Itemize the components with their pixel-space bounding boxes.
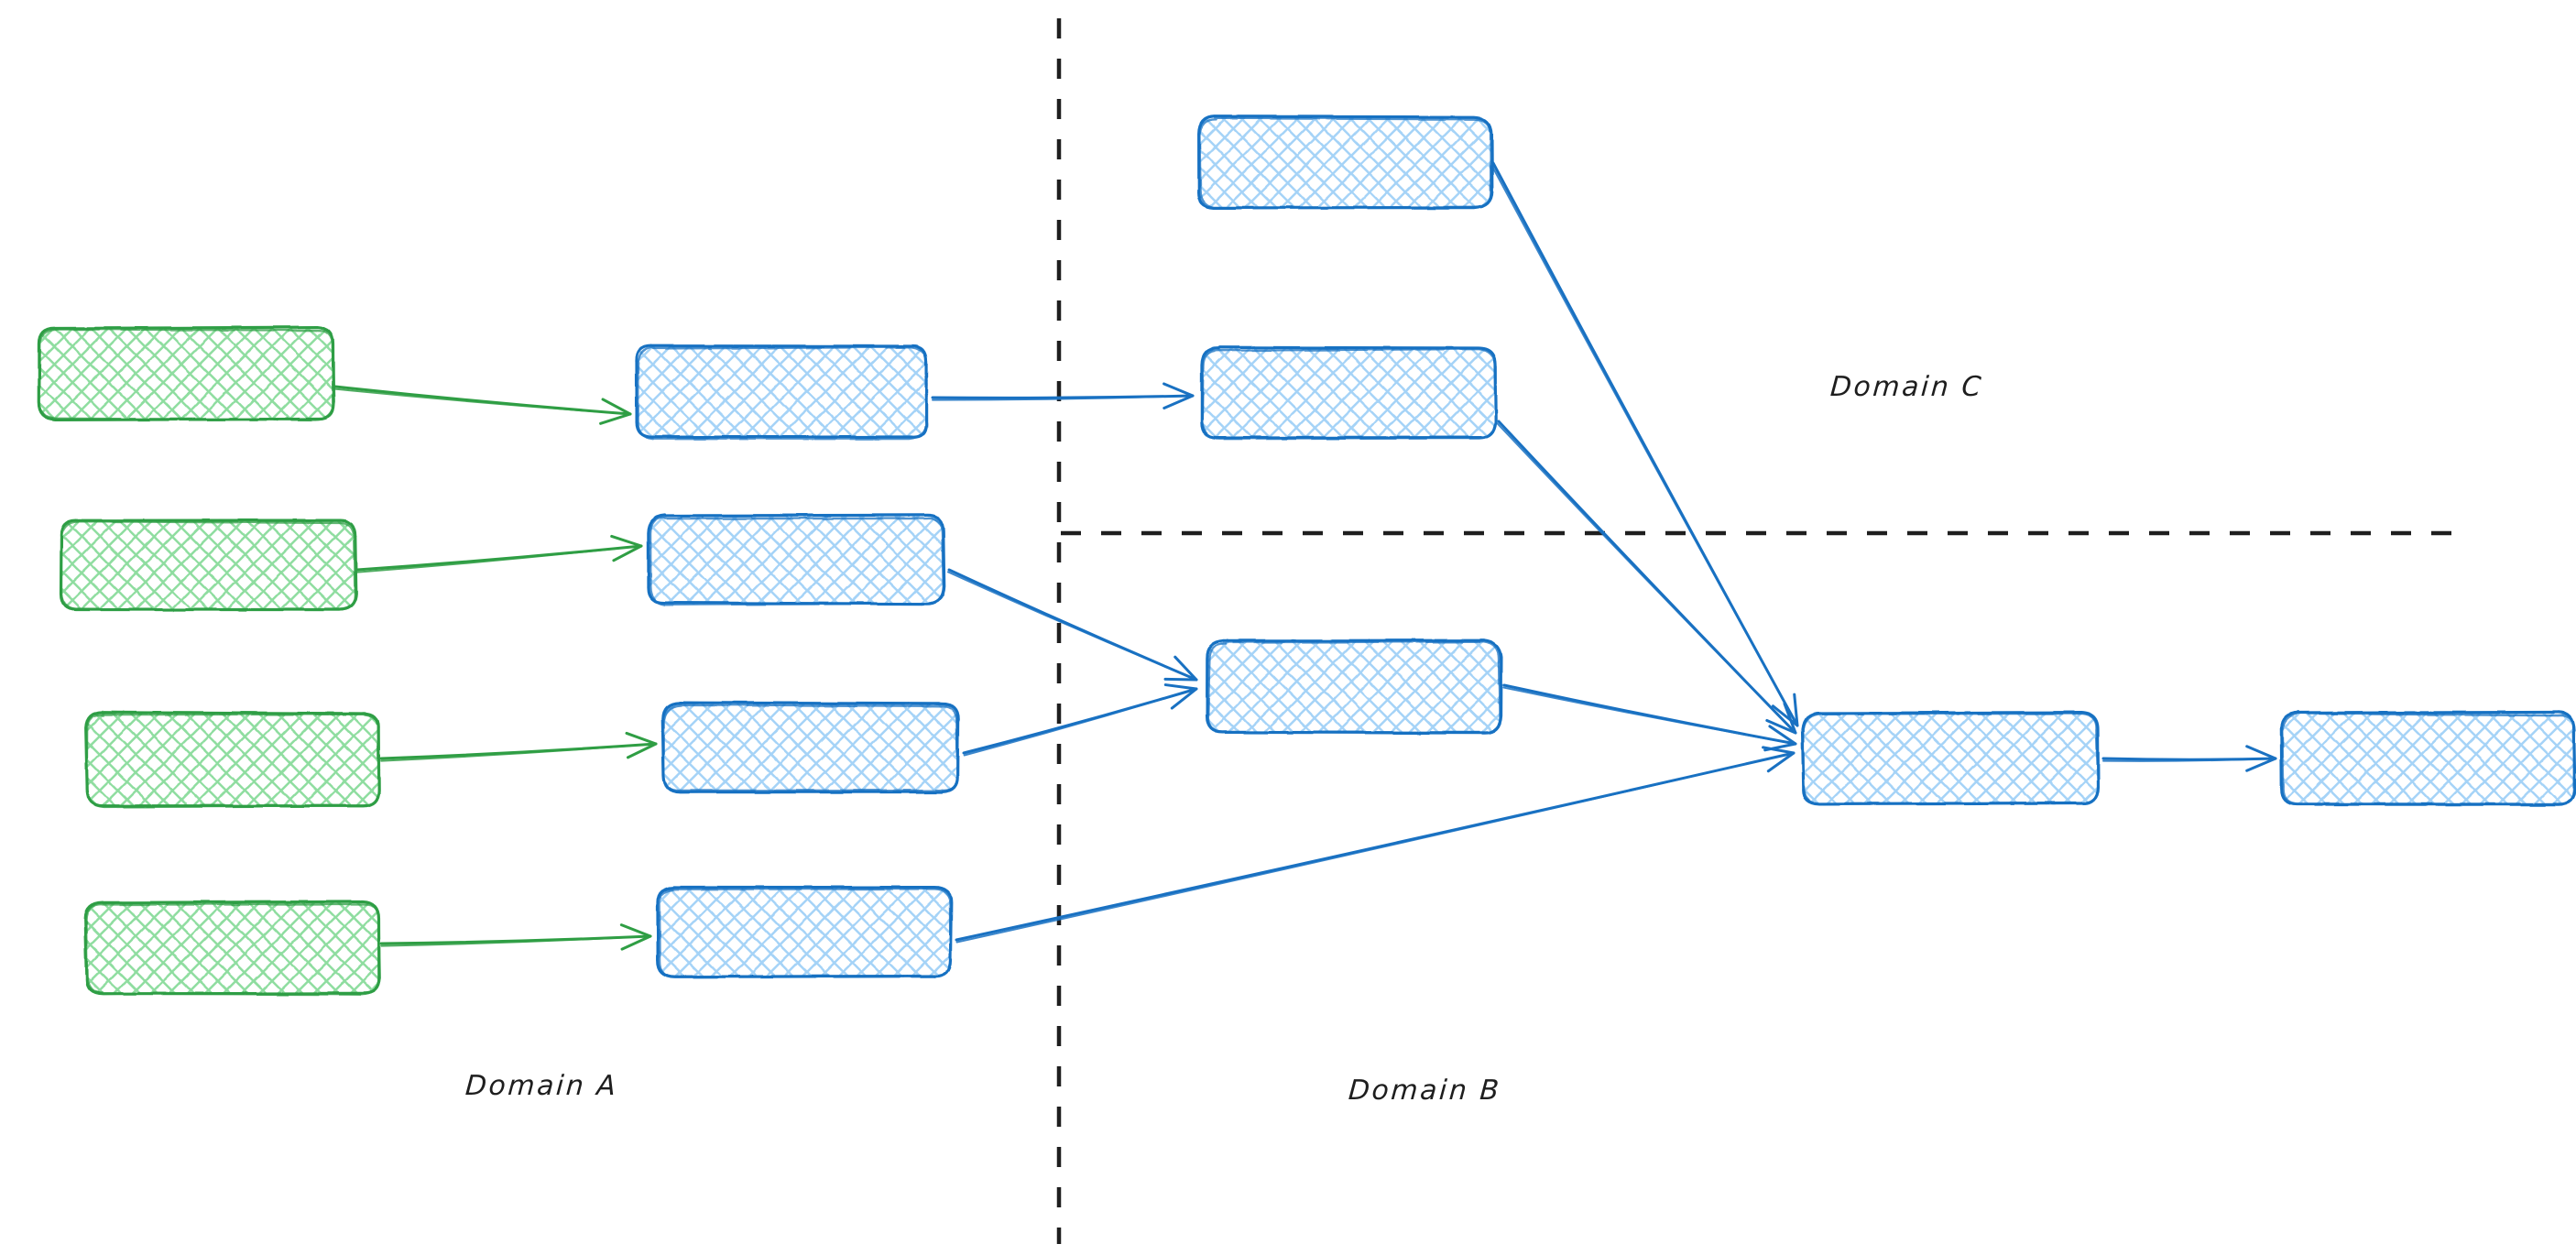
domain-label-a: Domain A [464,1070,619,1102]
edge-c2-d1 [1497,421,1796,733]
edge-a4-b4 [381,925,650,949]
edge-b4-d1 [956,748,1794,943]
node-c2[interactable] [1201,347,1495,439]
edge-b1-c2 [933,384,1193,408]
node-b4[interactable] [658,887,951,977]
edge-a1-b1 [335,387,630,423]
node-d2[interactable] [2280,712,2574,804]
node-b2[interactable] [648,515,944,605]
edge-d1-d2 [2103,747,2276,770]
node-b1[interactable] [636,346,928,440]
node-c1[interactable] [1198,116,1492,208]
edge-layer [335,163,2276,949]
node-a2[interactable] [60,520,356,610]
edge-c3-d1 [1503,685,1796,750]
node-a1[interactable] [38,327,334,420]
node-b3[interactable] [662,703,958,792]
edge-a2-b2 [357,536,641,572]
edge-b3-c3 [964,685,1196,756]
edge-a3-b3 [381,733,656,760]
domain-label-c: Domain C [1829,371,1984,403]
edge-b2-c3 [948,570,1196,680]
node-a4[interactable] [85,901,380,994]
node-c3[interactable] [1207,640,1501,733]
node-d1[interactable] [1802,713,2098,805]
edge-c1-d1 [1491,163,1797,726]
domain-label-b: Domain B [1348,1075,1502,1107]
node-a3[interactable] [85,712,379,807]
